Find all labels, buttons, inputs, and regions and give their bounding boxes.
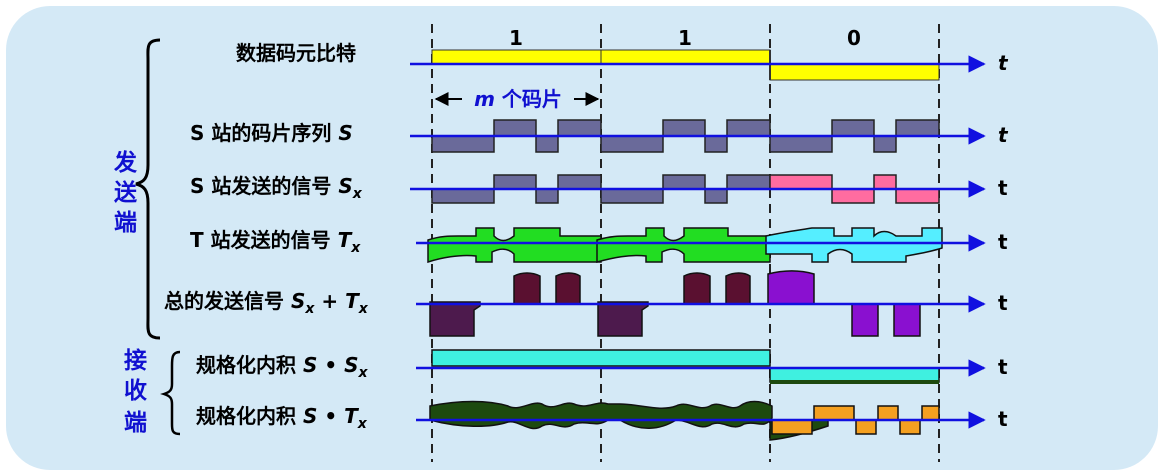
sx-chip [726,174,771,190]
s-chip-sequence-waveform [431,119,940,153]
inner-t-orange [921,405,940,421]
inner-s-bit-1-2 [431,349,771,367]
inner-t-orange [813,405,855,421]
time-label: t [998,123,1009,147]
sender-brace [135,38,161,340]
chip [431,135,495,153]
row-label-inner-s: 规格化内积 S • Sx [196,353,369,381]
receiver-char-1: 接 [124,348,147,374]
inner-t-orange [899,419,921,435]
row-label-data-bits: 数据码元比特 [236,41,356,65]
bit-boundaries [431,24,940,462]
data-bit-2 [600,49,771,65]
receiver-char-2: 收 [124,377,147,404]
data-bit-1 [431,49,602,65]
sx-chip [769,174,833,190]
receiver-side-label: 接 收 端 [124,348,147,436]
inner-s-bit-3 [769,367,940,383]
sx-chip [895,188,940,204]
data-bit-3 [769,63,940,81]
sx-chip [493,174,537,190]
sx-chip [431,188,495,204]
row-label-total-signal: 总的发送信号 Sx + Tx [164,289,369,317]
inner-s-waveform [431,349,940,384]
inner-t-orange [855,419,877,435]
time-label: t [998,355,1008,379]
inner-t-bit-1-2 [429,400,773,430]
time-axes [410,55,986,429]
m-chips-label: m 个码片 [474,87,562,111]
sx-chip [600,188,664,204]
tx-bit-2 [596,227,771,263]
sx-chip [662,174,706,190]
inner-t-orange [877,405,899,421]
chip [535,135,559,153]
total-bit-3-neg-a [851,303,879,337]
chip [831,119,875,137]
chip [726,119,771,137]
sender-char-1: 发 [113,149,137,176]
time-label: t [998,291,1008,315]
sender-char-2: 送 [114,179,137,206]
total-bit-1-neg [429,301,481,337]
total-bit-1-pos-a [513,272,541,305]
chip [662,119,706,137]
inner-t-orange [771,419,813,435]
receiver-brace [160,350,181,436]
inner-t-waveform [429,400,940,441]
total-bit-3-neg-b [893,303,921,337]
sx-chip [535,188,559,204]
sx-chip [557,174,602,190]
chip [873,135,897,153]
chip [557,119,602,137]
sx-chip [704,188,728,204]
chip [704,135,728,153]
row-label-s-signal: S 站发送的信号 Sx [190,174,363,202]
bit-label-2: 1 [678,26,692,50]
time-label: t [998,176,1008,200]
tx-bit-1 [427,227,602,264]
total-bit-1-pos-b [555,272,581,305]
sx-chip [831,188,875,204]
total-bit-2-pos-b [725,272,751,305]
total-bit-2-pos-a [683,272,711,305]
sender-char-3: 端 [114,210,137,236]
chip [600,135,664,153]
receiver-char-3: 端 [124,410,147,436]
total-bit-2-neg [597,301,649,337]
time-label: t [998,407,1008,431]
sender-side-label: 发 送 端 [113,149,137,236]
sx-chip [873,174,897,190]
chip [895,119,940,137]
chip [769,135,833,153]
m-chips-span: m 个码片 [434,87,600,111]
chip [493,119,537,137]
total-signal-waveform [429,270,921,337]
row-label-s-chip-seq: S 站的码片序列 S [190,121,353,145]
tx-bit-3 [765,227,943,263]
bit-label-1: 1 [509,26,523,50]
bit-label-3: 0 [847,26,861,50]
row-label-t-signal: T 站发送的信号 Tx [190,228,361,256]
row-label-inner-t: 规格化内积 S • Tx [196,404,368,432]
time-label: t [998,230,1008,254]
time-label: t [998,51,1009,75]
total-bit-3-pos [767,270,815,305]
t-signal-waveform [427,227,943,264]
